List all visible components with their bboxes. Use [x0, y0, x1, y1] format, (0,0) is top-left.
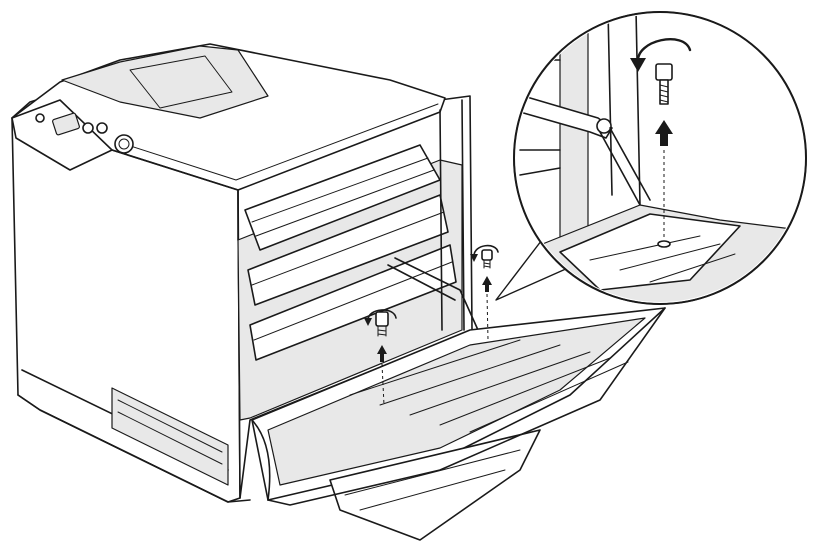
- rotate-arrow-icon: [367, 309, 397, 321]
- panel-button-1: [35, 113, 45, 123]
- printer-interior: [237, 99, 479, 421]
- screw-right: [470, 244, 499, 341]
- magnifier-callout-icon: [495, 11, 807, 305]
- screw-left: [364, 309, 397, 406]
- up-arrow-icon: [377, 345, 387, 362]
- paper-cassette: [111, 387, 229, 486]
- panel-dial: [114, 134, 134, 154]
- rotate-arrow-icon: [473, 244, 499, 257]
- up-arrow-icon: [482, 276, 492, 292]
- up-arrow-icon: [655, 120, 673, 146]
- control-panel: [11, 99, 134, 171]
- rotate-arrow-icon: [636, 38, 692, 64]
- lcd-display: [52, 112, 80, 136]
- panel-button-3: [96, 122, 108, 134]
- panel-button-2: [82, 122, 94, 134]
- opened-side-cover: [251, 307, 666, 541]
- screw-icon: [655, 63, 673, 105]
- printer-top-cover: [11, 43, 446, 241]
